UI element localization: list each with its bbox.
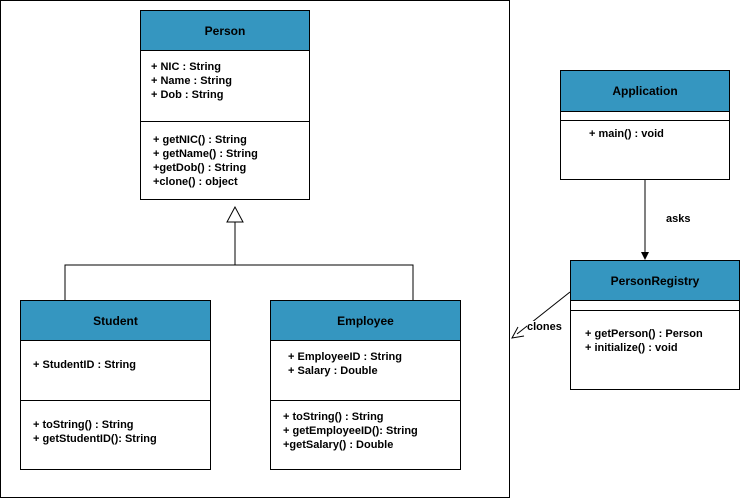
attribute: + Name : String [151,75,232,87]
attribute: + EmployeeID : String [288,351,402,363]
clones-line [516,291,571,335]
inheritance-line [64,264,414,300]
method: +getDob() : String [153,162,247,174]
attribute: + StudentID : String [33,359,136,371]
method: + getStudentID(): String [33,433,157,445]
class-person-registry: PersonRegistry + getPerson() : Person + … [570,260,740,390]
method: +getSalary() : Double [283,439,394,451]
class-person-registry-methods: + getPerson() : Person + initialize() : … [585,327,739,355]
method: + toString() : String [33,419,134,431]
class-application-methods: + main() : void [589,127,729,141]
attribute: + Dob : String [151,89,224,101]
class-application-name: Application [561,71,729,112]
class-student-methods: + toString() : String + getStudentID(): … [33,418,210,446]
class-divider [571,310,739,311]
class-divider [141,121,309,122]
class-student: Student + StudentID : String + toString(… [20,300,211,470]
class-employee-attributes: + EmployeeID : String + Salary : Double [288,350,460,378]
clones-arrowhead [511,326,525,339]
diagram-frame [0,0,510,498]
class-divider [21,400,210,401]
method: + getPerson() : Person [585,328,703,340]
class-student-attributes: + StudentID : String [33,358,210,372]
class-person: Person + NIC : String + Name : String + … [140,10,310,200]
method: + getEmployeeID(): String [283,425,418,437]
method: + toString() : String [283,411,384,423]
class-divider [271,400,460,401]
method: + main() : void [589,128,664,140]
class-application: Application + main() : void [560,70,730,180]
inheritance-arrowhead [226,205,244,223]
method: + getNIC() : String [153,134,247,146]
class-employee: Employee + EmployeeID : String + Salary … [270,300,461,470]
class-student-name: Student [21,301,210,341]
class-employee-methods: + toString() : String + getEmployeeID():… [283,410,460,452]
attribute: + NIC : String [151,61,221,73]
class-person-name: Person [141,11,309,51]
relation-label-clones: clones [527,321,562,333]
class-divider [561,120,729,121]
class-person-registry-name: PersonRegistry [571,261,739,301]
method: +clone() : object [153,176,238,188]
class-person-methods: + getNIC() : String + getName() : String… [153,133,309,189]
method: + initialize() : void [585,342,678,354]
method: + getName() : String [153,148,258,160]
asks-arrowhead [641,252,649,260]
relation-label-asks: asks [666,213,691,225]
class-person-attributes: + NIC : String + Name : String + Dob : S… [151,60,309,102]
attribute: + Salary : Double [288,365,378,377]
class-employee-name: Employee [271,301,460,341]
